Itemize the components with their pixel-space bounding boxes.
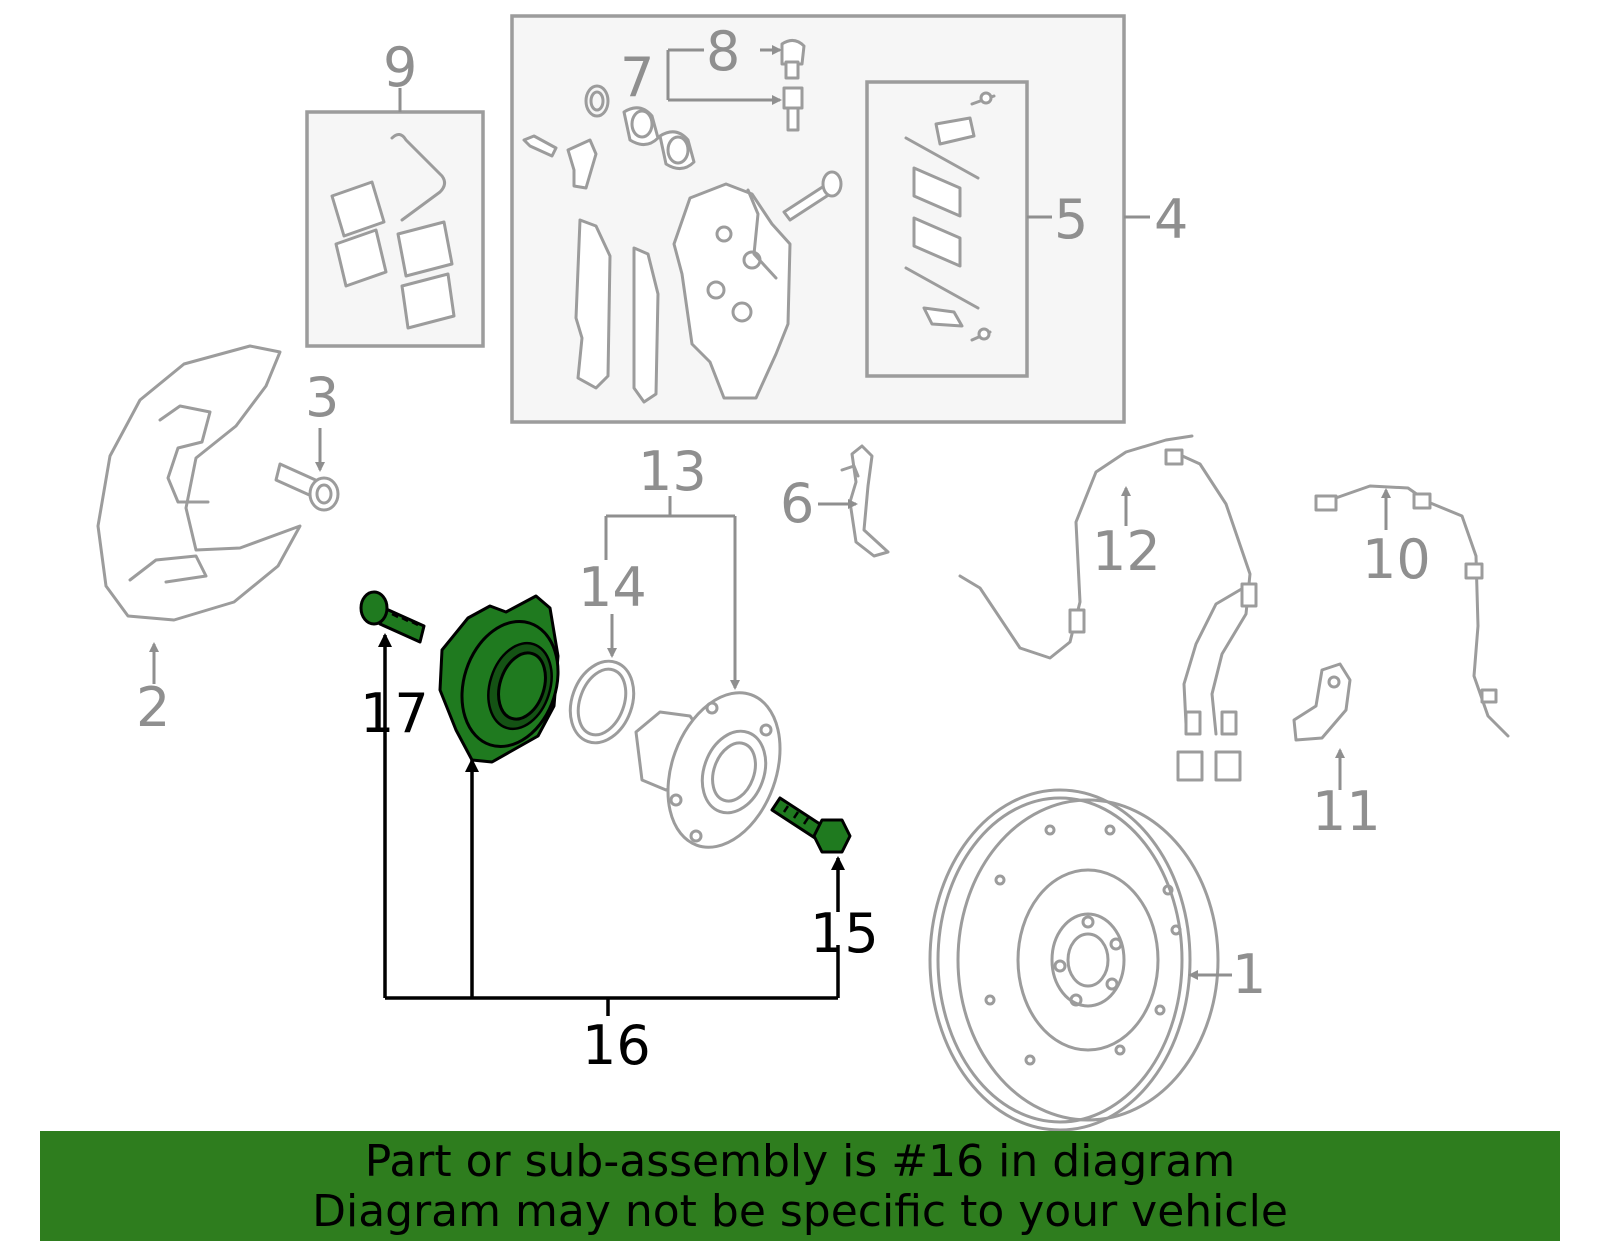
part-notice-banner: Part or sub-assembly is #16 in diagram D… xyxy=(40,1131,1560,1241)
wear-sensor-harness xyxy=(958,434,1258,782)
shield-bolt xyxy=(274,428,340,512)
callout-13: 13 xyxy=(638,440,707,503)
callout-7: 7 xyxy=(620,46,654,109)
pad-kit-box xyxy=(305,88,485,348)
banner-line-1: Part or sub-assembly is #16 in diagram xyxy=(364,1136,1236,1187)
abs-sensor-wire xyxy=(1314,484,1510,738)
callout-12: 12 xyxy=(1092,520,1161,583)
callout-1: 1 xyxy=(1232,943,1266,1006)
bleeder-leaders xyxy=(666,45,782,105)
bolt-17-highlighted xyxy=(359,590,426,644)
callout-9: 9 xyxy=(383,36,417,99)
callout-3: 3 xyxy=(305,366,339,429)
callout-16: 16 xyxy=(582,1014,651,1077)
callout-6: 6 xyxy=(780,472,814,535)
callout-17: 17 xyxy=(360,682,429,745)
caliper-assembly-box xyxy=(510,14,1150,424)
wheel-hub xyxy=(604,496,782,849)
dust-shield xyxy=(96,344,302,684)
hub-seal xyxy=(568,614,636,745)
callout-8: 8 xyxy=(706,20,740,83)
hose-bracket xyxy=(818,444,890,558)
callout-14: 14 xyxy=(578,556,647,619)
banner-line-2: Diagram may not be specific to your vehi… xyxy=(312,1186,1288,1237)
callout-10: 10 xyxy=(1362,528,1431,591)
brake-rotor xyxy=(928,788,1232,1132)
bolt-15-highlighted xyxy=(770,796,852,854)
speed-sensor xyxy=(1292,662,1352,790)
callout-5: 5 xyxy=(1054,188,1088,251)
callout-4: 4 xyxy=(1154,188,1188,251)
callout-11: 11 xyxy=(1312,780,1381,843)
bearing-housing-highlighted xyxy=(438,594,560,764)
assembly-16-leaders xyxy=(378,633,845,1016)
callout-2: 2 xyxy=(136,676,170,739)
callout-15: 15 xyxy=(810,902,879,965)
